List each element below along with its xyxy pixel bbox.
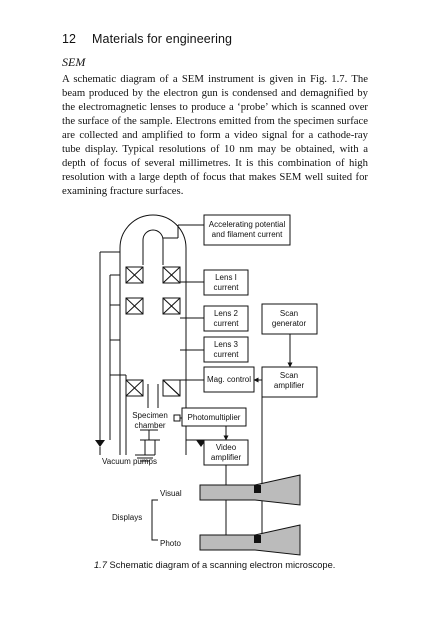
figure-caption: 1.7 Schematic diagram of a scanning elec… <box>94 560 335 570</box>
video-amplifier-label-line2: amplifier <box>211 453 242 462</box>
detector <box>173 414 181 422</box>
specimen-chamber-label-line1: Specimen <box>132 411 168 420</box>
photo-label: Photo <box>160 539 181 548</box>
lens1-current-box <box>203 269 249 296</box>
photomultiplier-box <box>181 407 247 427</box>
video-amplifier-box <box>203 439 249 466</box>
lens3-label-line1: Lens 3 <box>214 340 239 349</box>
scan-amplifier-label-line2: amplifier <box>274 381 305 390</box>
scan-generator-box <box>261 303 318 335</box>
specimen-chamber-label-line2: chamber <box>134 421 165 430</box>
scan-amplifier-label-line1: Scan <box>280 371 298 380</box>
accel-label-line2: and filament current <box>212 230 283 239</box>
scan-generator-label-line2: generator <box>272 319 307 328</box>
lens3-label-line2: current <box>214 350 240 359</box>
lens1-label-line2: current <box>214 283 240 292</box>
lens-3 <box>125 379 181 397</box>
displays-label: Displays <box>112 513 142 522</box>
lens2-current-box <box>203 305 249 332</box>
ground-symbol <box>135 454 155 462</box>
photo-crt <box>199 524 301 556</box>
electron-gun <box>142 229 164 250</box>
video-amplifier-label-line1: Video <box>216 443 237 452</box>
lens-2 <box>125 297 181 315</box>
lens2-label-line1: Lens 2 <box>214 309 239 318</box>
lens-1 <box>125 266 181 284</box>
lens2-label-line2: current <box>214 319 240 328</box>
page-number: 12 <box>62 32 77 46</box>
column-outer-arch <box>119 214 187 455</box>
accel-potential-box <box>203 214 291 246</box>
figure-number: 1.7 <box>94 560 107 570</box>
visual-label: Visual <box>160 489 182 498</box>
section-heading: SEM <box>62 55 86 69</box>
running-header: 12 Materials for engineering <box>62 32 232 46</box>
vacuum-pump-arrow <box>95 440 105 447</box>
scan-amplifier-box <box>261 366 318 398</box>
mag-control-label: Mag. control <box>207 375 251 384</box>
body-paragraph: A schematic diagram of a SEM instrument … <box>62 73 368 197</box>
vacuum-pumps-label: Vacuum pumps <box>102 457 157 466</box>
lens1-label-line1: Lens I <box>215 273 237 282</box>
sem-schematic-diagram: Accelerating potential and filament curr… <box>95 214 318 556</box>
running-title: Materials for engineering <box>92 32 233 46</box>
visual-crt <box>199 474 301 506</box>
accel-label-line1: Accelerating potential <box>209 220 286 229</box>
displays-brace <box>151 499 158 541</box>
scan-generator-label-line1: Scan <box>280 309 298 318</box>
photomultiplier-label: Photomultiplier <box>188 413 241 422</box>
figure-caption-text: Schematic diagram of a scanning electron… <box>109 560 336 570</box>
